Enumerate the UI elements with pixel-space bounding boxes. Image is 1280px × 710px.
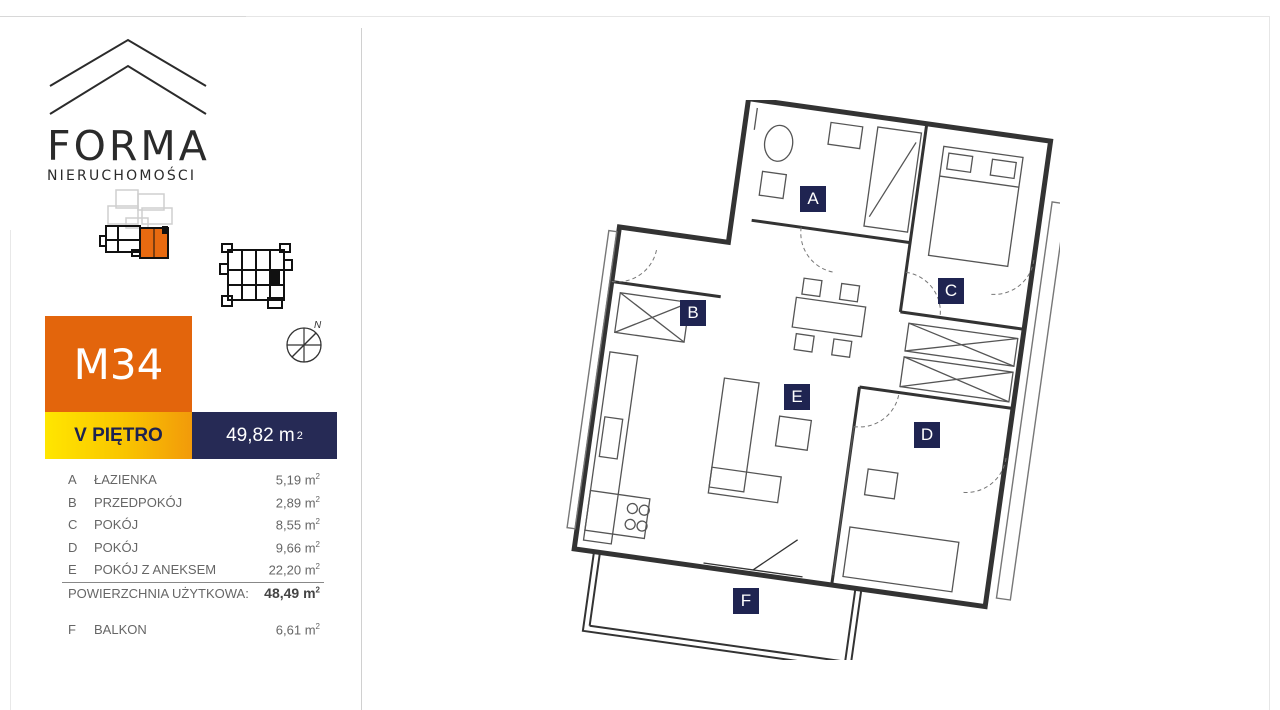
list-item: B PRZEDPOKÓJ 2,89 m2 (62, 493, 324, 516)
plan-label-a: A (800, 186, 826, 212)
brand-logo: FORMA NIERUCHOMOŚCI (44, 38, 214, 188)
list-item: D POKÓJ 9,66 m2 (62, 538, 324, 561)
frame-left-top-line (0, 16, 246, 17)
left-edge-line (10, 230, 11, 710)
room-area: 22,20 m2 (268, 562, 320, 578)
plan-label-c: C (938, 278, 964, 304)
room-letter: A (68, 472, 77, 487)
balcony-row: F BALKON 6,61 m2 (62, 620, 324, 642)
compass-icon: N (286, 320, 322, 363)
compass-north-label: N (314, 320, 322, 331)
total-area-value: 49,82 m (226, 424, 295, 446)
plan-label-d: D (914, 422, 940, 448)
room-letter: D (68, 539, 78, 555)
room-area: 6,61 m2 (275, 622, 320, 638)
floor-plan-drawing (566, 95, 1067, 670)
brand-subtitle: NIERUCHOMOŚCI (47, 168, 197, 184)
usable-area-label: POWIERZCHNIA UŻYTKOWA: (68, 586, 249, 601)
usable-area-row: POWIERZCHNIA UŻYTKOWA: 48,49 m2 (62, 582, 324, 607)
frame-right-line (1269, 16, 1270, 710)
building-location-thumbnail (99, 189, 173, 259)
room-area: 8,55 m2 (275, 517, 320, 533)
room-area: 5,19 m2 (275, 472, 320, 488)
room-letter: F (68, 622, 76, 637)
plan-label-e: E (784, 384, 810, 410)
brand-name: FORMA (47, 122, 210, 170)
room-name: BALKON (94, 622, 147, 637)
room-name: PRZEDPOKÓJ (94, 494, 183, 510)
usable-area-value: 48,49 m2 (264, 585, 320, 601)
room-name: POKÓJ (94, 539, 139, 555)
room-letter: C (68, 517, 78, 532)
panel-divider (361, 28, 362, 710)
roof-icon (49, 38, 207, 115)
floor-plan: A B C D E F (560, 95, 1067, 670)
plan-label-b: B (680, 300, 706, 326)
list-item: E POKÓJ Z ANEKSEM 22,20 m2 (62, 560, 324, 583)
floor-plan-thumbnail (219, 243, 293, 309)
list-item: C POKÓJ 8,55 m2 (62, 515, 324, 538)
total-area-sup: 2 (296, 429, 303, 442)
room-letter: B (68, 494, 77, 510)
room-name: POKÓJ Z ANEKSEM (94, 562, 217, 577)
floor-badge: V PIĘTRO (45, 412, 192, 459)
room-letter: E (68, 562, 77, 577)
room-area: 9,66 m2 (275, 539, 320, 555)
room-area: 2,89 m2 (275, 494, 320, 510)
list-item: A ŁAZIENKA 5,19 m2 (62, 470, 324, 493)
room-name: ŁAZIENKA (94, 472, 157, 487)
room-list: A ŁAZIENKA 5,19 m2 B PRZEDPOKÓJ 2,89 m2 … (62, 470, 324, 583)
room-name: POKÓJ (94, 517, 139, 532)
frame-top-line (0, 16, 1270, 17)
unit-code-badge: M34 (45, 316, 192, 412)
plan-label-f: F (733, 588, 759, 614)
